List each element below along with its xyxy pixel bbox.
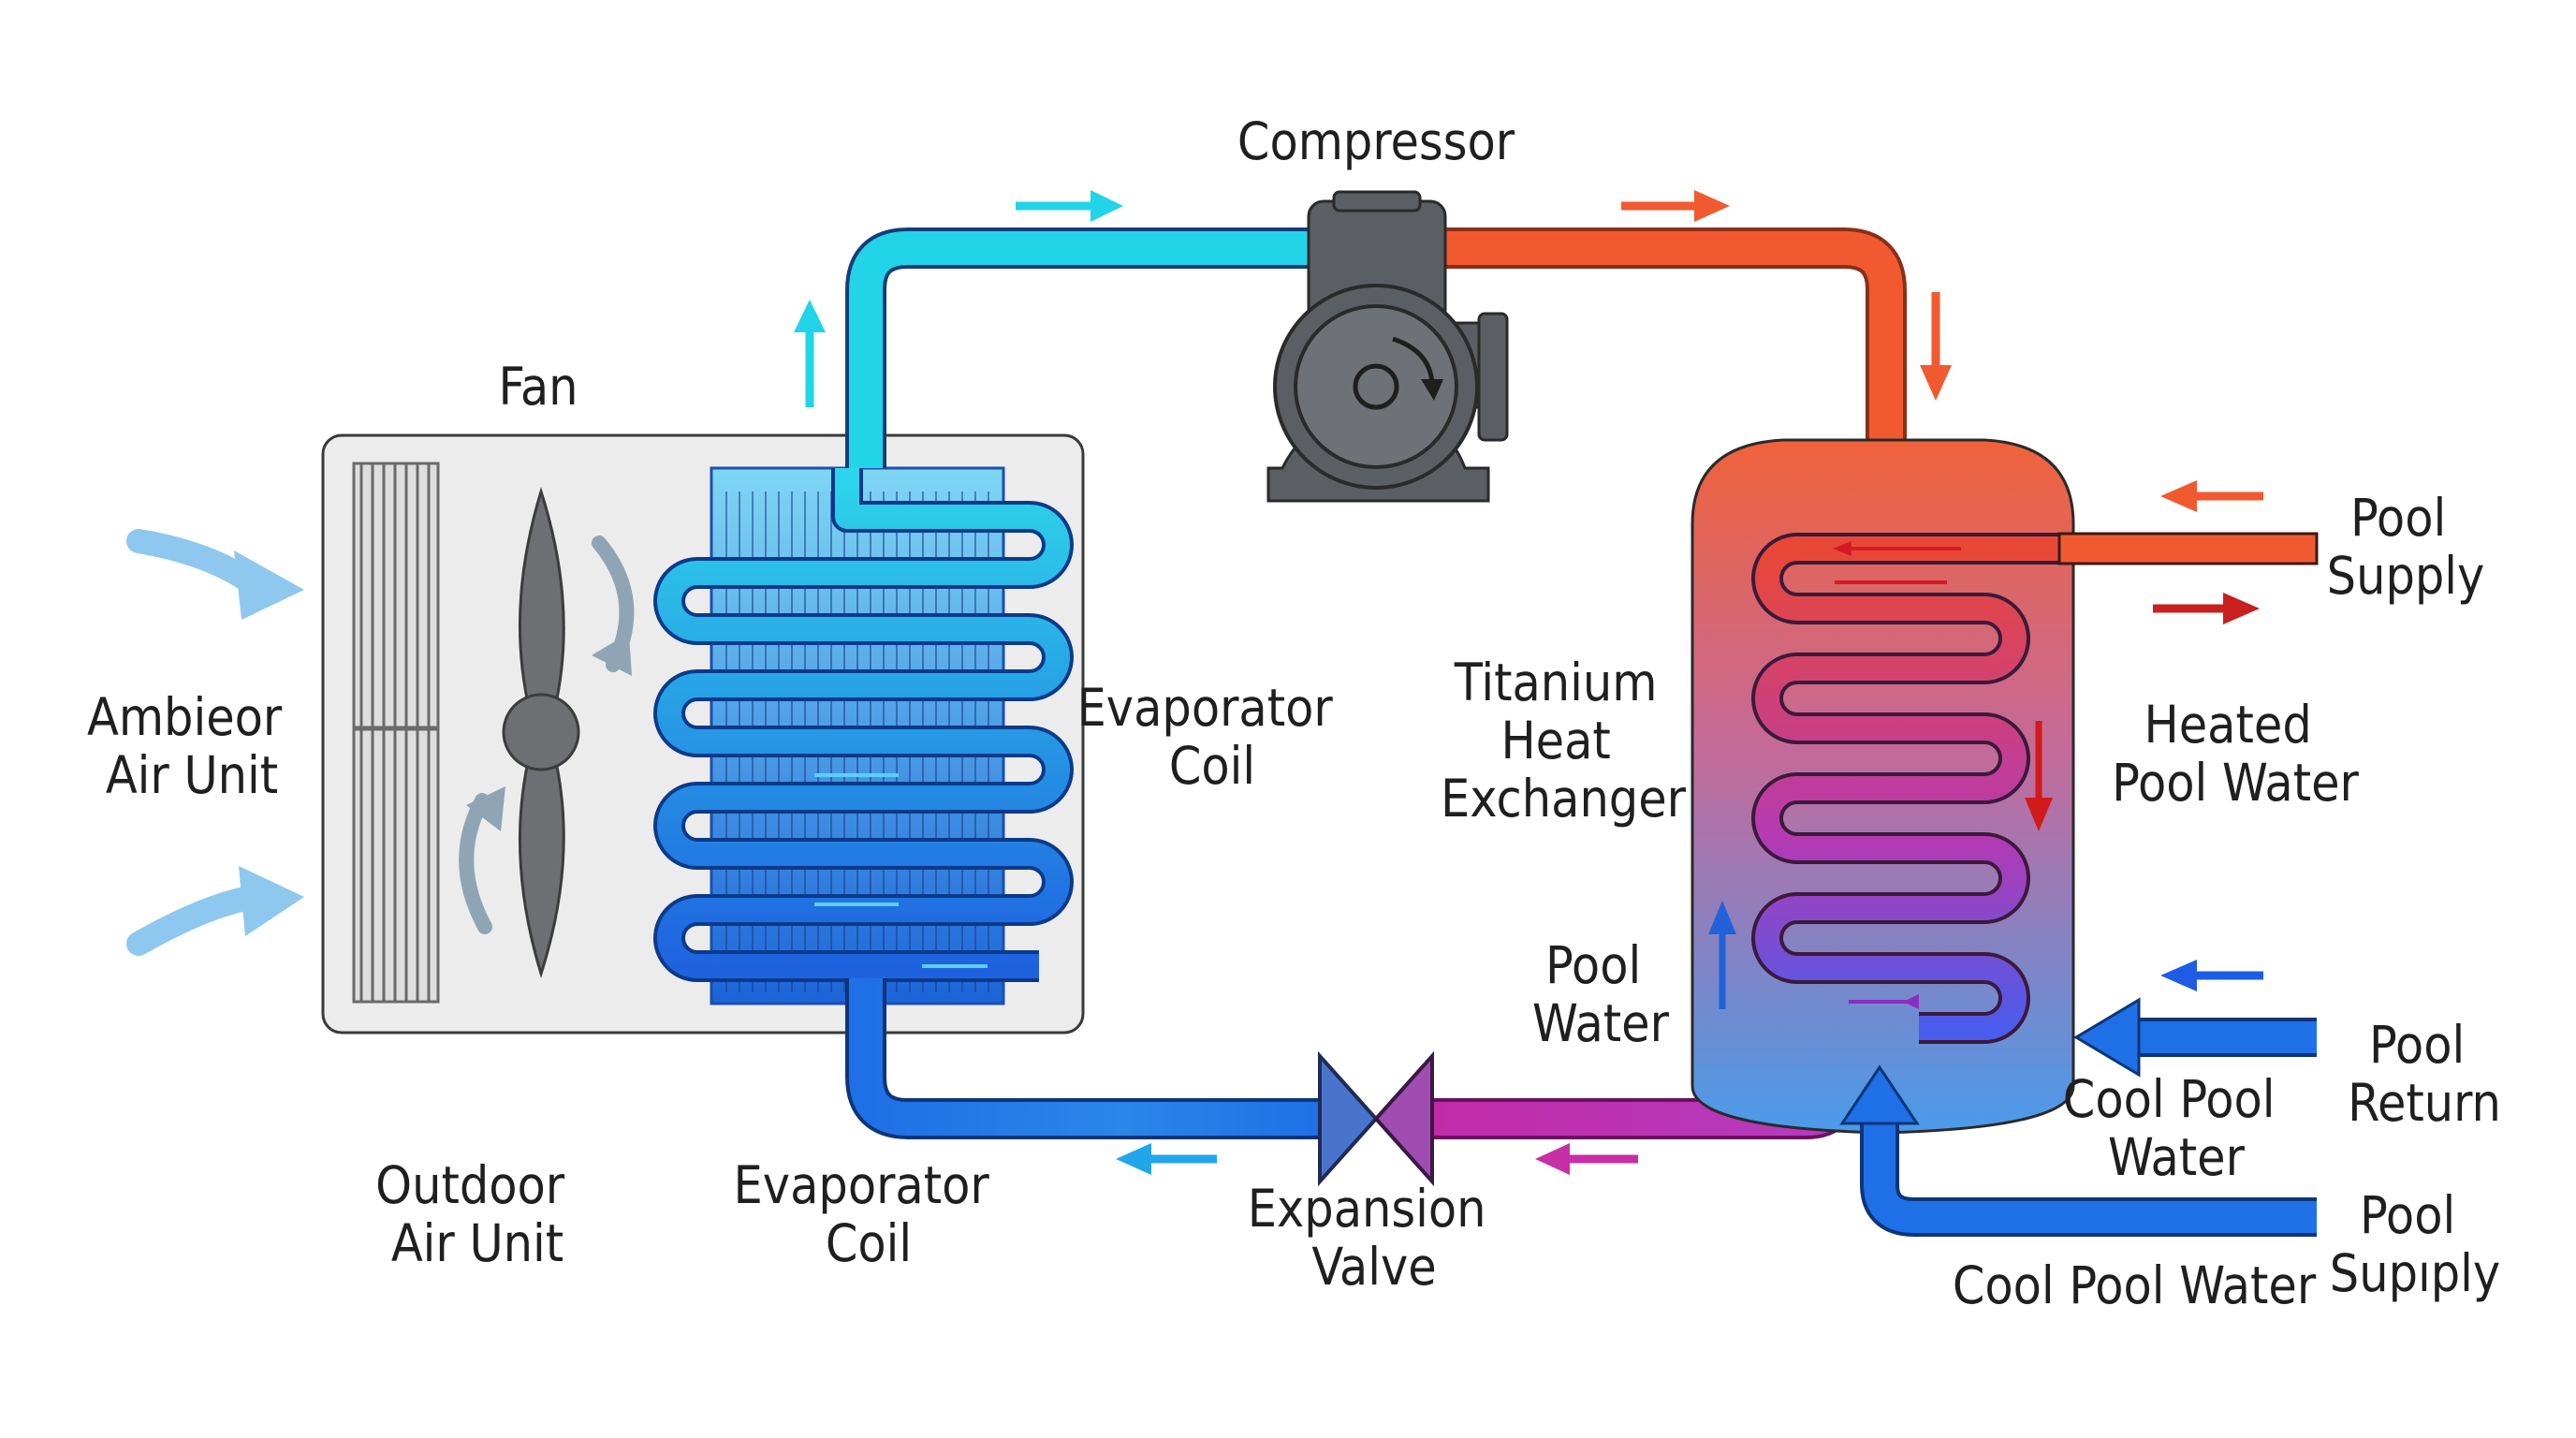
outdoor-air-unit-label: Outdoor Air Unit (375, 1155, 579, 1273)
cool-pool-water-label-upper: Cool Pool Water (2063, 1069, 2290, 1187)
titanium-heat-exchanger (1690, 438, 2317, 1135)
pool-water-pipes (1839, 532, 2319, 1237)
ambient-air-arrow-bottom (126, 887, 257, 956)
titanium-heat-exchanger-label: Titanium Heat Exchanger (1441, 653, 1687, 829)
heat-exchanger-coil-icon (1751, 533, 2317, 1044)
outdoor-air-unit (321, 433, 1085, 1034)
ambient-air-unit-label: Ambieor Air Unit (87, 687, 297, 805)
refrigerant-circuit (845, 227, 1907, 1139)
flow-arrow-icon (126, 190, 2263, 1175)
expansion-valve-icon (1318, 1050, 1434, 1187)
ambient-air-arrow-top (126, 529, 260, 593)
pool-return-label: Pool Return (2348, 1015, 2501, 1133)
expansion-valve-label: Expansion Valve (1248, 1179, 1501, 1297)
flow-arrow-icon (1708, 721, 2053, 1009)
compressor-icon (1266, 190, 1509, 503)
pool-supply-label-bottom: Pool Supıply (2330, 1185, 2500, 1303)
evaporator-coil-icon (653, 466, 1074, 1005)
air-grille (352, 462, 440, 1004)
fan-icon (459, 486, 635, 979)
compressor-label: Compressor (1237, 111, 1515, 171)
heated-pool-water-label: Heated Pool Water (2112, 695, 2359, 813)
cool-pool-water-label-lower: Cool Pool Water (1953, 1255, 2317, 1315)
evaporator-coil-label-right: Evaporator Coil (1077, 678, 1348, 796)
pool-supply-label-top: Pool Supply (2327, 488, 2485, 606)
evaporator-coil-label-bottom: Evaporator Coil (734, 1155, 1004, 1273)
fan-label: Fan (498, 357, 578, 417)
pool-water-label: Pool Water (1532, 935, 1670, 1053)
